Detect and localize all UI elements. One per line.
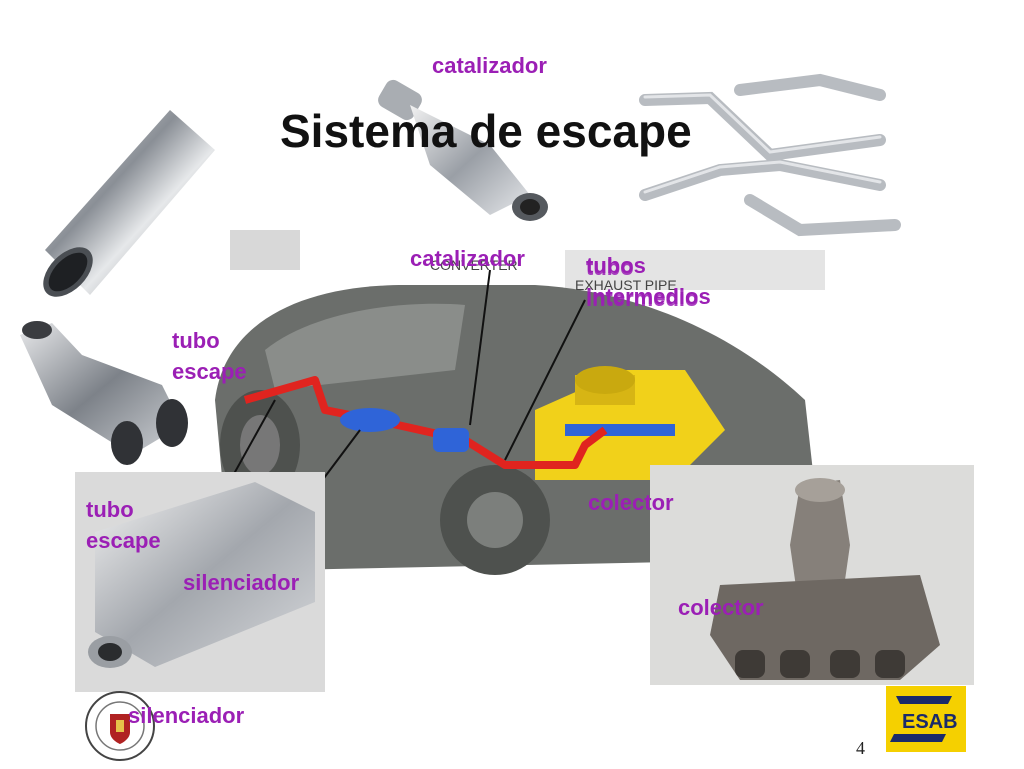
label-tubo-escape-photo: tubo escape [86,497,161,553]
label-catalizador-top: catalizador [432,53,547,78]
label-silenciador-bottom: silenciador [128,703,245,728]
esab-logo-text: ESAB [902,711,958,733]
slide-title: Sistema de escape [280,105,692,157]
exhaust-manifold-image [650,465,974,685]
car-exhaust-diagram: CONVERTER EXHAUST PIPE [215,230,825,575]
label-tubo-escape-diagram: tubo escape [172,328,247,384]
tailpipe-chrome-image [43,110,215,297]
label-tubos-intermedios: tubos intermedios [586,253,711,309]
dual-exhaust-tip-image [20,321,188,465]
label-colector-diagram: colector [588,490,674,515]
exhaust-pipe-callout-text: EXHAUST PIPE [575,277,677,293]
label-colector-photo: colector [678,595,764,620]
esab-logo: ESAB [886,686,966,752]
label-catalizador-diagram: catalizador [410,246,525,271]
label-silenciador-photo: silenciador [183,570,300,595]
catalytic-converter-image [378,79,548,221]
muffler-image [75,472,325,692]
label-tubo-intermedio: tubo intermedio [586,255,699,311]
university-seal-logo [85,691,155,761]
converter-callout-text: CONVERTER [430,257,518,273]
intermediate-pipes-image [639,73,901,237]
page-number: 4 [856,738,865,758]
